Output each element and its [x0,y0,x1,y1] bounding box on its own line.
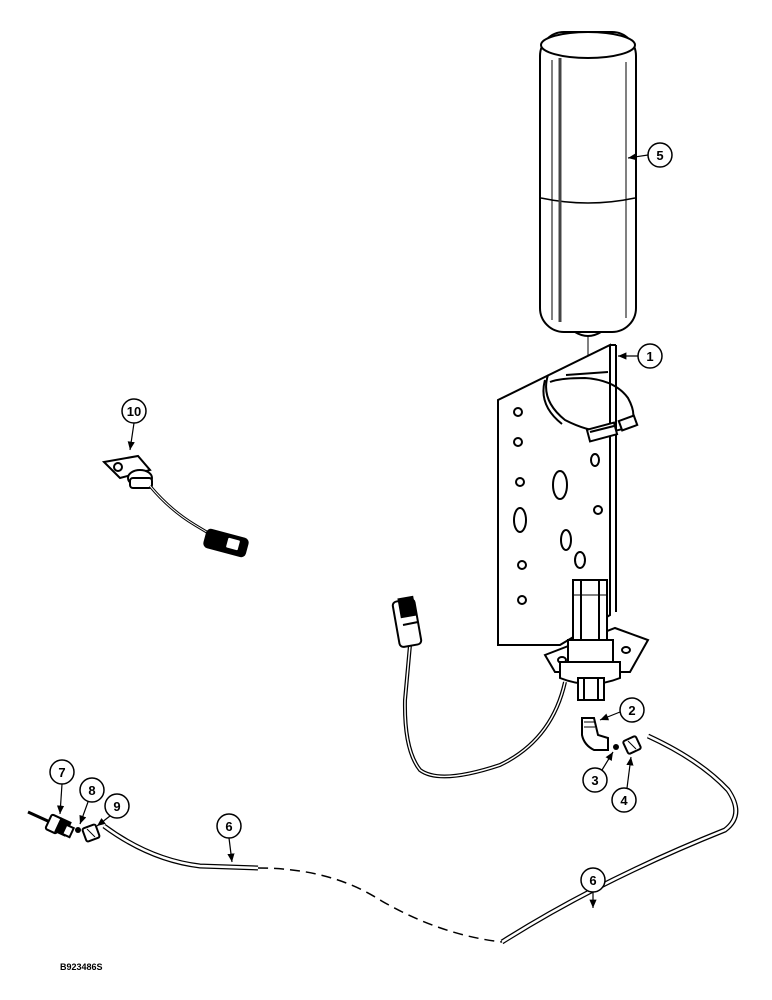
callout-5: 5 [627,142,673,168]
cylinder-part-5 [539,31,637,337]
figure-id: B923486S [60,962,103,972]
tube-part-6 [102,733,739,945]
elbow-fitting-part-2 [581,717,609,751]
nut-part-4 [622,735,642,755]
wire-harness [402,644,567,779]
callout-6-right: 6 [580,867,606,908]
callout-2: 2 [599,697,645,723]
sender-part-7 [27,810,76,839]
callout-7-label: 7 [58,765,65,780]
callout-1-label: 1 [646,349,653,364]
callout-6-left: 6 [216,813,242,863]
callout-8: 8 [79,777,105,825]
callout-6-right-label: 6 [589,873,596,888]
callout-6-left-label: 6 [225,819,232,834]
callout-9-label: 9 [113,799,120,814]
switch-fitting [559,579,621,701]
callout-10: 10 [121,398,147,451]
callout-4: 4 [611,756,637,813]
nut-part-9 [81,823,101,843]
wire-connector [391,595,423,648]
callout-10-label: 10 [127,404,141,419]
callout-9: 9 [96,793,130,827]
sender-part-10 [101,454,249,558]
callout-8-label: 8 [88,783,95,798]
callout-2-label: 2 [628,703,635,718]
sleeve-part-3 [613,744,619,750]
callout-5-label: 5 [656,148,663,163]
callout-3: 3 [582,751,614,793]
callout-4-label: 4 [620,793,628,808]
callout-7: 7 [49,759,75,815]
sleeve-part-8 [75,827,81,833]
callout-3-label: 3 [591,773,598,788]
callout-1: 1 [618,343,663,369]
